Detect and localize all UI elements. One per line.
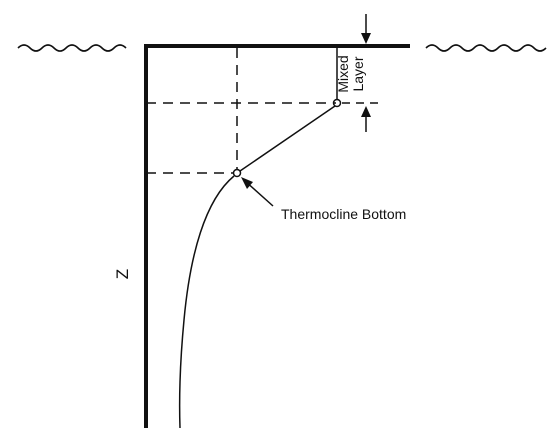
mixed-layer-label-line1: Mixed [335, 55, 351, 92]
mixed-layer-label-line2: Layer [350, 56, 366, 91]
deep-water-profile-curve [178, 175, 235, 429]
water-surface-left-wave [17, 44, 127, 52]
thermocline-bottom-point [232, 168, 242, 178]
depth-axis-label: Z [113, 269, 132, 279]
water-surface-right-wave [425, 44, 547, 52]
mixed-layer-top-arrowhead [361, 33, 371, 44]
thermocline-bottom-label: Thermocline Bottom [281, 206, 406, 222]
thermocline-profile-line [239, 105, 336, 172]
mixed-layer-bottom-arrowhead [361, 106, 371, 117]
mixed-layer-bottom-point [332, 98, 342, 108]
thermocline-bottom-pointer-arrowhead [241, 177, 253, 189]
